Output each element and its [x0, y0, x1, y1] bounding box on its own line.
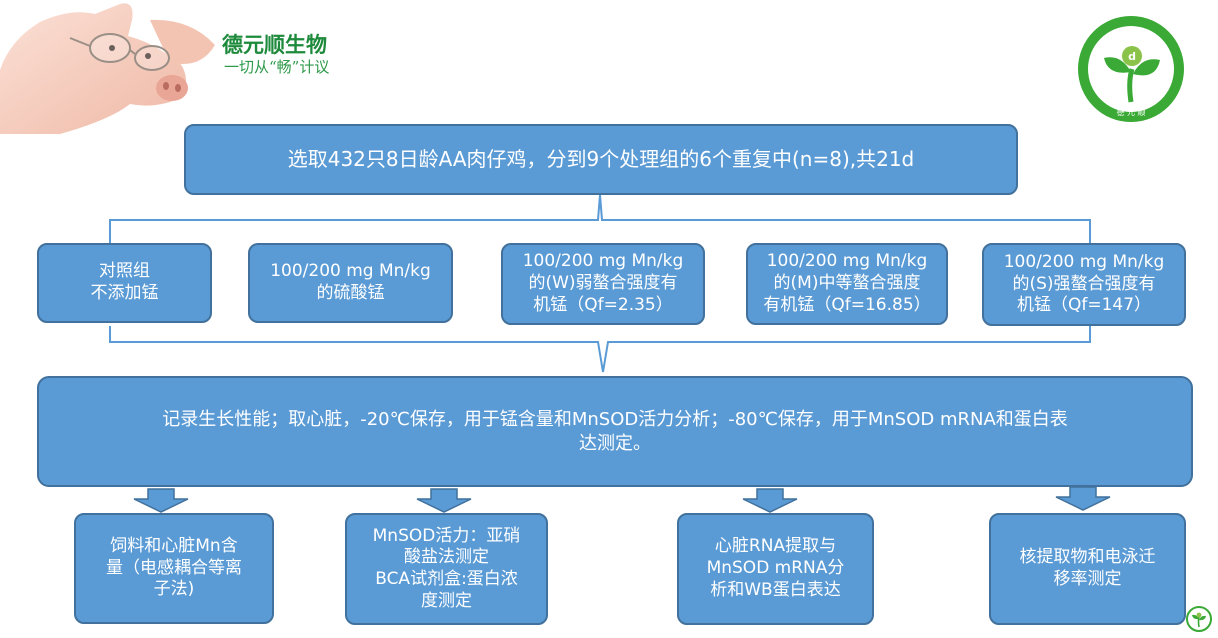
down-arrow-1 — [133, 488, 189, 513]
analysis-mrna-protein-box: 心脏RNA提取与 MnSOD mRNA分 析和WB蛋白表达 — [677, 513, 874, 625]
brand-name: 德元顺生物 — [222, 32, 327, 57]
brand-slogan: 一切从“畅”计议 — [224, 58, 330, 76]
sampling-procedure-box: 记录生长性能；取心脏，-20℃保存，用于锰含量和MnSOD活力分析；-80℃保存… — [37, 376, 1193, 487]
down-arrow-4 — [1055, 486, 1111, 511]
analysis-mnsod-activity-box: MnSOD活力：亚硝 酸盐法测定 BCA试剂盒:蛋白浓 度测定 — [345, 513, 548, 625]
corner-logo-icon — [1186, 606, 1212, 632]
company-logo: Bio-Technology d 德 元 顺 — [1078, 16, 1184, 122]
logo-chars: 德 元 顺 — [1116, 107, 1145, 117]
down-arrow-2 — [416, 488, 472, 513]
group-control-box: 对照组 不添加锰 — [37, 243, 212, 323]
group-moderate-chelate-box: 100/200 mg Mn/kg 的(M)中等螯合强度 有机锰（Qf=16.85… — [746, 243, 948, 325]
pig-with-glasses-image — [0, 3, 215, 134]
group-strong-chelate-box: 100/200 mg Mn/kg 的(S)强螯合强度有 机锰（Qf=147） — [982, 243, 1186, 326]
down-arrow-3 — [742, 488, 798, 513]
analysis-mn-content-box: 饲料和心脏Mn含 量（电感耦合等离 子法) — [74, 513, 274, 624]
group-weak-chelate-box: 100/200 mg Mn/kg 的(W)弱螯合强度有 机锰（Qf=2.35） — [501, 243, 705, 325]
study-design-box: 选取432只8日龄AA肉仔鸡，分到9个处理组的6个重复中(n=8),共21d — [184, 124, 1018, 195]
svg-text:d: d — [1128, 50, 1136, 63]
analysis-emsa-box: 核提取物和电泳迁 移率测定 — [989, 513, 1186, 625]
group-manganese-sulfate-box: 100/200 mg Mn/kg 的硫酸锰 — [248, 243, 453, 323]
